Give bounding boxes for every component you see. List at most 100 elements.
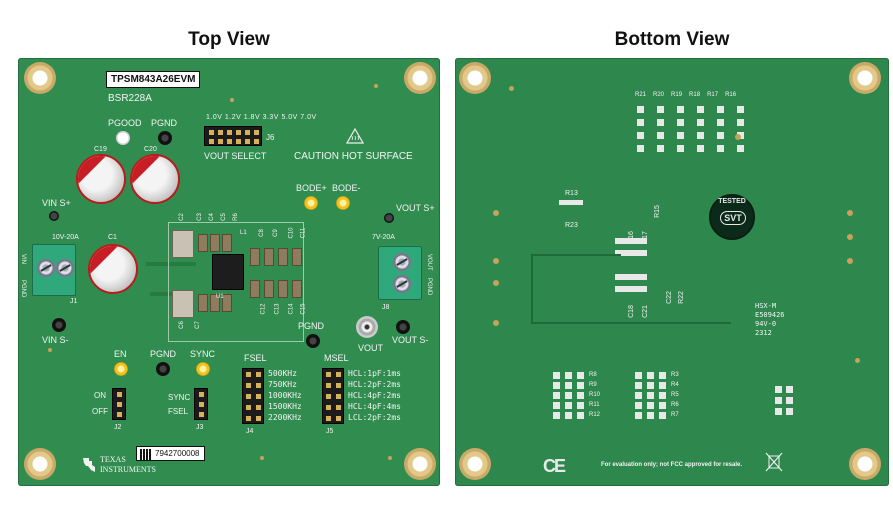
c14-label: C14 xyxy=(288,303,295,315)
fsel-jumper-j4[interactable] xyxy=(242,368,264,424)
msel-option: HCL:4pF:4ms xyxy=(348,402,401,411)
ul-marking: HSX-M E509426 94V-0 2312 xyxy=(755,302,785,338)
vin-s-minus-label: VIN S- xyxy=(42,335,69,345)
bode-minus-testpoint[interactable] xyxy=(336,196,350,210)
vin-side-label: VIN xyxy=(20,254,26,265)
vout-option-1v0: 1.0V xyxy=(206,114,223,121)
vout-coax-connector[interactable] xyxy=(356,316,378,338)
vout-option-7v0: 7.0V xyxy=(300,114,317,121)
c13-label: C13 xyxy=(274,303,281,315)
bode-plus-testpoint[interactable] xyxy=(304,196,318,210)
fsel-option: 1500KHz xyxy=(268,402,302,411)
texas-instruments-logo-icon xyxy=(83,458,95,472)
c5-label: C5 xyxy=(220,213,227,221)
vout-s-minus-testpoint[interactable] xyxy=(396,320,410,334)
j4-label: J4 xyxy=(246,428,254,435)
mounting-hole xyxy=(849,448,881,480)
vout-select-header[interactable] xyxy=(204,126,262,146)
vout-select-voltages: 1.0V 1.2V 1.8V 3.3V 5.0V 7.0V xyxy=(206,114,317,121)
en-testpoint[interactable] xyxy=(114,362,128,376)
sync-jumper-j3[interactable] xyxy=(194,388,208,420)
mounting-hole xyxy=(404,448,436,480)
top-resistor-pads xyxy=(637,106,747,152)
ti-name-line2: INSTRUMENTS xyxy=(100,465,157,474)
vout-label: VOUT xyxy=(358,343,384,353)
r22-label: R22 xyxy=(677,291,685,304)
r12-label: R12 xyxy=(589,412,601,418)
r21-label: R21 xyxy=(635,92,647,98)
msel-option: LCL:2pF:2ms xyxy=(348,413,401,422)
r6-label: R6 xyxy=(671,402,679,408)
msel-options-list: HCL:1pF:1ms HCL:2pF:2ms HCL:4pF:2ms HCL:… xyxy=(348,368,401,423)
vout-s-minus-label: VOUT S- xyxy=(392,335,429,345)
board-revision: BSR228A xyxy=(108,93,152,104)
vin-s-minus-testpoint[interactable] xyxy=(52,318,66,332)
mounting-hole xyxy=(849,62,881,94)
svt-test-badge: TESTED SVT xyxy=(709,194,755,240)
pgnd-testpoint-right[interactable] xyxy=(306,334,320,348)
pgnd-testpoint-bottom[interactable] xyxy=(156,362,170,376)
r20-label: R20 xyxy=(653,92,665,98)
top-resistor-refdes: R21 R20 R19 R18 R17 R16 xyxy=(635,92,736,98)
fsel-option: 750KHz xyxy=(268,380,297,389)
sync-testpoint[interactable] xyxy=(196,362,210,376)
weee-bin-icon xyxy=(765,452,783,472)
vout-select-label: VOUT SELECT xyxy=(204,151,267,161)
pgnd-label-top: PGND xyxy=(151,118,178,128)
vout-s-plus-testpoint[interactable] xyxy=(384,213,394,223)
svt-label: SVT xyxy=(720,211,746,225)
pgnd-testpoint-top[interactable] xyxy=(158,131,172,145)
hot-surface-warning-icon xyxy=(346,128,364,144)
c6-label: C6 xyxy=(178,321,185,329)
c8-label: C8 xyxy=(258,229,265,237)
r23-label: R23 xyxy=(565,222,578,229)
ul-line-1: HSX-M xyxy=(755,302,777,310)
ceramic-capacitor-c6 xyxy=(172,290,194,318)
j3-label: J3 xyxy=(196,424,204,431)
r17-label: R17 xyxy=(707,92,719,98)
msel-jumper-j5[interactable] xyxy=(322,368,344,424)
r5-label: R5 xyxy=(671,392,679,398)
vout-option-1v2: 1.2V xyxy=(224,114,242,121)
input-terminal-block[interactable] xyxy=(32,244,76,296)
r8-label: R8 xyxy=(589,372,597,378)
c3-label: C3 xyxy=(196,213,203,221)
mounting-hole xyxy=(459,448,491,480)
mounting-hole xyxy=(404,62,436,94)
ul-line-3: 94V-0 xyxy=(755,320,777,328)
mounting-hole xyxy=(459,62,491,94)
ti-name-line1: TEXAS xyxy=(100,455,126,464)
right-resistor-grid: R3 R4 R5 R6 R7 xyxy=(635,372,687,419)
vout-option-1v8: 1.8V xyxy=(243,114,261,121)
c18-label: C18 xyxy=(627,305,635,318)
r7-label: R7 xyxy=(671,412,679,418)
bottom-capacitor-array xyxy=(615,238,655,294)
electrolytic-capacitor-c20 xyxy=(130,154,180,204)
c12-label: C12 xyxy=(260,303,267,315)
sync-label: SYNC xyxy=(190,349,216,359)
vin-s-plus-testpoint[interactable] xyxy=(49,211,59,221)
mounting-hole xyxy=(24,448,56,480)
vout-option-5v0: 5.0V xyxy=(281,114,298,121)
output-terminal-block[interactable] xyxy=(378,246,422,300)
ce-mark: CE xyxy=(543,456,566,476)
ul-line-2: E509426 xyxy=(755,311,785,319)
u1-label: U1 xyxy=(216,294,224,300)
bottom-view-board: R21 R20 R19 R18 R17 R16 R13 R23 R15 C16 … xyxy=(455,58,889,486)
j8-label: J8 xyxy=(382,304,390,311)
fsel-option: 1000KHz xyxy=(268,391,302,400)
r11-label: R11 xyxy=(589,402,600,408)
msel-option: HCL:2pF:2ms xyxy=(348,380,401,389)
pgood-testpoint[interactable] xyxy=(116,131,130,145)
enable-jumper-j2[interactable] xyxy=(112,388,126,420)
vout-rating-label: 7V-20A xyxy=(372,234,395,241)
vout-side-label: VOUT xyxy=(426,254,432,271)
c20-label: C20 xyxy=(144,146,157,153)
c19-label: C19 xyxy=(94,146,107,153)
power-module-u1 xyxy=(212,254,244,290)
j1-label: J1 xyxy=(70,298,78,305)
power-stage-outline xyxy=(168,222,304,342)
r13-label: R13 xyxy=(565,190,578,197)
electrolytic-capacitor-c1 xyxy=(88,244,138,294)
r4-label: R4 xyxy=(671,382,679,388)
